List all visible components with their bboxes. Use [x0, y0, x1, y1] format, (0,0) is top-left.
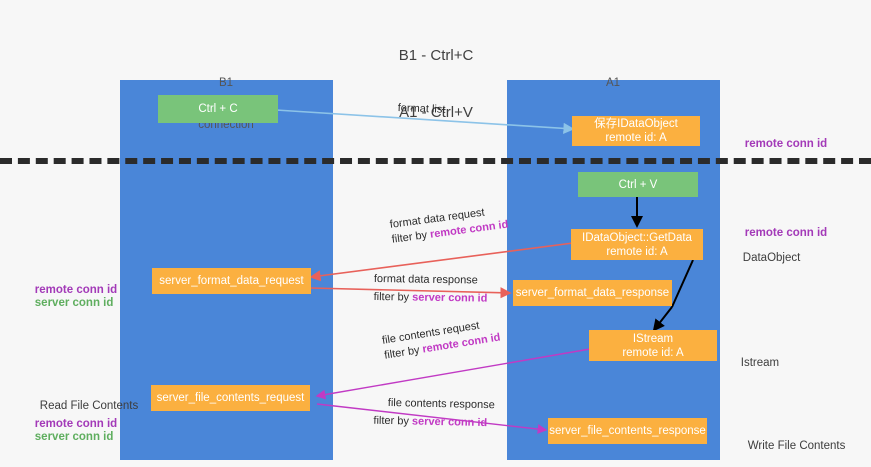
node-istream-line1: IStream [632, 332, 674, 345]
annotation-right-remote-conn-id-top-text: remote conn id [744, 138, 828, 150]
column-header-a1-name: A1 [605, 77, 621, 89]
annotation-left-read-file-contents: Read File Contents [27, 384, 138, 429]
edge-label-format-data-request: format data request filter by remote con… [389, 203, 509, 248]
node-idataobject-getdata[interactable]: IDataObject::GetData remote id: A [571, 229, 703, 260]
node-ctrl-v[interactable]: Ctrl + V [578, 172, 698, 197]
edge-label-format-list: format list [397, 101, 446, 118]
node-getdata-line1: IDataObject::GetData [582, 231, 692, 244]
node-getdata-line2: remote id: A [606, 245, 668, 258]
page-title: B1 - Ctrl+C A1 - Ctrl+V [336, 8, 536, 160]
annotation-left-remote-conn-id-2-text: remote conn id [34, 418, 118, 430]
node-server-format-data-response[interactable]: server_format_data_response [513, 280, 672, 306]
node-server-file-contents-request[interactable]: server_file_contents_request [151, 385, 310, 411]
node-ctrl-c-label: Ctrl + C [198, 103, 238, 115]
node-ctrl-v-label: Ctrl + V [618, 178, 658, 191]
edge-label-format-data-response-line2: filter by server conn id [374, 290, 488, 307]
edge-label-format-list-text: format list [397, 101, 446, 116]
annotation-left-remote-conn-id-2: remote conn id [22, 402, 117, 447]
node-save-idataobject-line1: 保存IDataObject [594, 118, 678, 130]
edge-label-format-data-request-filter-prefix: filter by [391, 228, 431, 246]
annotation-right-remote-conn-id-mid-text: remote conn id [744, 227, 828, 239]
node-server-file-contents-response-label: server_file_contents_response [549, 425, 706, 437]
node-server-format-data-response-label: server_format_data_response [515, 287, 670, 299]
annotation-right-write-file-contents-text: Write File Contents [747, 440, 846, 452]
node-save-idataobject[interactable]: 保存IDataObject remote id: A [572, 116, 700, 146]
node-istream-line2: remote id: A [622, 346, 684, 359]
annotation-left-remote-conn-id-1-text: remote conn id [34, 284, 118, 296]
section-divider [0, 158, 871, 164]
annotation-left-read-file-contents-text: Read File Contents [39, 400, 139, 412]
annotation-right-dataobject-text: DataObject [742, 252, 801, 264]
edge-label-format-data-response-filter-prefix: filter by [373, 290, 413, 304]
node-save-idataobject-line2: remote id: A [605, 132, 667, 144]
edge-label-file-contents-response: file contents response filter by server … [373, 396, 495, 431]
annotation-left-remote-conn-id-1: remote conn id [22, 268, 117, 313]
annotation-left-server-conn-id-2: server conn id [22, 415, 114, 460]
column-header-b1-name: B1 [218, 77, 234, 89]
page-title-line-1: B1 - Ctrl+C [398, 47, 474, 64]
node-server-file-contents-request-label: server_file_contents_request [156, 392, 305, 404]
annotation-right-dataobject: DataObject [730, 236, 801, 281]
edge-label-format-data-response-filter-key: server conn id [412, 291, 488, 305]
annotation-left-server-conn-id-1: server conn id [22, 281, 114, 326]
annotation-right-istream: Istream [728, 341, 779, 386]
edge-label-format-data-response: format data response filter by server co… [374, 272, 488, 307]
edge-label-file-contents-request: file contents request filter by remote c… [381, 316, 502, 364]
edge-label-file-contents-response-filter-prefix: filter by [373, 414, 413, 428]
edge-label-file-contents-response-filter-key: server conn id [411, 415, 488, 430]
node-ctrl-c[interactable]: Ctrl + C [158, 95, 278, 123]
edge-label-file-contents-response-line2: filter by server conn id [373, 414, 494, 432]
annotation-right-write-file-contents: Write File Contents [735, 424, 846, 467]
node-server-format-data-request[interactable]: server_format_data_request [152, 268, 311, 294]
annotation-right-remote-conn-id-top: remote conn id [732, 122, 827, 167]
node-server-format-data-request-label: server_format_data_request [159, 275, 304, 287]
node-server-file-contents-response[interactable]: server_file_contents_response [548, 418, 707, 444]
node-istream[interactable]: IStream remote id: A [589, 330, 717, 361]
annotation-right-istream-text: Istream [740, 357, 780, 369]
annotation-right-remote-conn-id-mid: remote conn id [732, 211, 827, 256]
edge-label-file-contents-response-line1: file contents response [387, 396, 495, 412]
edge-label-format-data-response-line1: format data response [373, 272, 478, 287]
annotation-left-server-conn-id-2-text: server conn id [34, 431, 114, 443]
annotation-left-server-conn-id-1-text: server conn id [34, 297, 114, 309]
